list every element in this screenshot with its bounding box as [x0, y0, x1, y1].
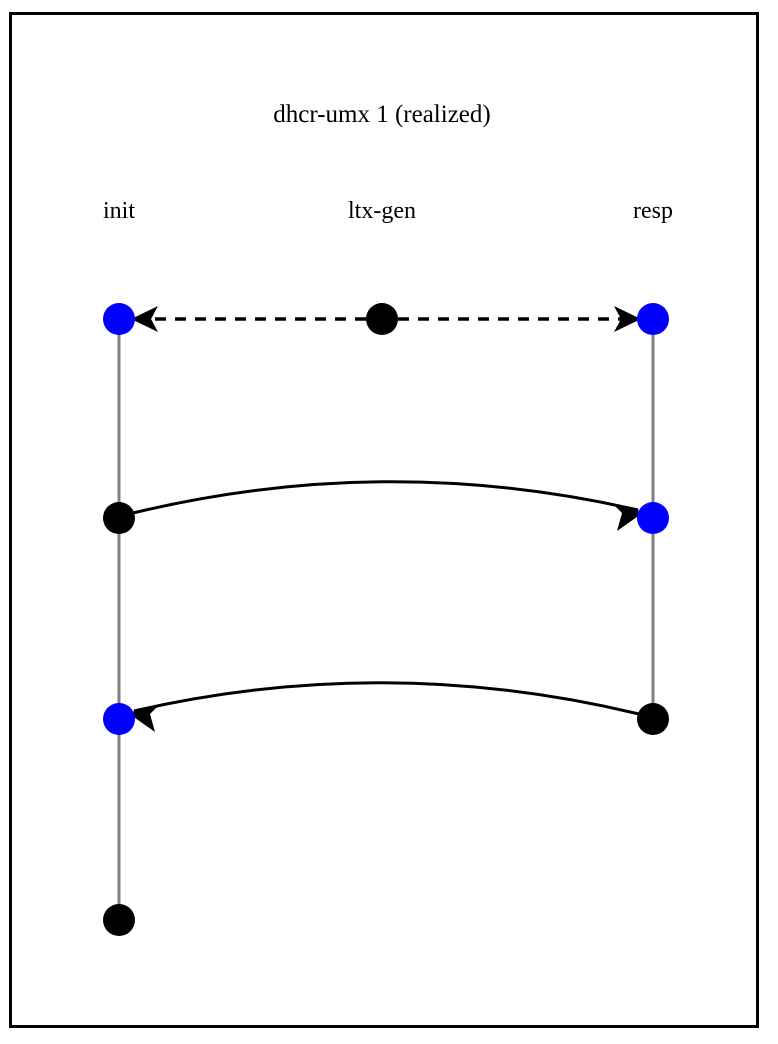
lifeline-label-init: init — [103, 198, 135, 224]
event-node-ltx-gen-1[interactable] — [366, 303, 398, 335]
event-node-resp-3[interactable] — [637, 703, 669, 735]
event-node-init-4[interactable] — [103, 904, 135, 936]
event-node-resp-1[interactable] — [637, 303, 669, 335]
event-node-init-1[interactable] — [103, 303, 135, 335]
message-m4-resp-to-init — [128, 681, 640, 732]
message-m1-ltx-gen-to-init — [131, 306, 366, 332]
diagram-title: dhcr-umx 1 (realized) — [273, 101, 490, 128]
message-m4-arrowhead-icon — [128, 704, 160, 732]
lifeline-label-resp: resp — [633, 198, 673, 224]
message-m1-arrowhead-icon — [131, 306, 158, 332]
message-m4-curve — [133, 681, 640, 716]
message-m2-arrowhead-icon — [614, 306, 641, 332]
event-node-init-3[interactable] — [103, 703, 135, 735]
event-node-resp-2[interactable] — [637, 502, 669, 534]
message-m3-init-to-resp — [132, 480, 644, 531]
message-m3-curve — [132, 480, 639, 515]
message-m3-arrowhead-icon — [612, 503, 644, 531]
message-m2-ltx-gen-to-resp — [398, 306, 641, 332]
event-node-init-2[interactable] — [103, 502, 135, 534]
lifeline-label-ltx-gen: ltx-gen — [348, 198, 416, 224]
diagram-frame-border — [9, 12, 759, 1028]
